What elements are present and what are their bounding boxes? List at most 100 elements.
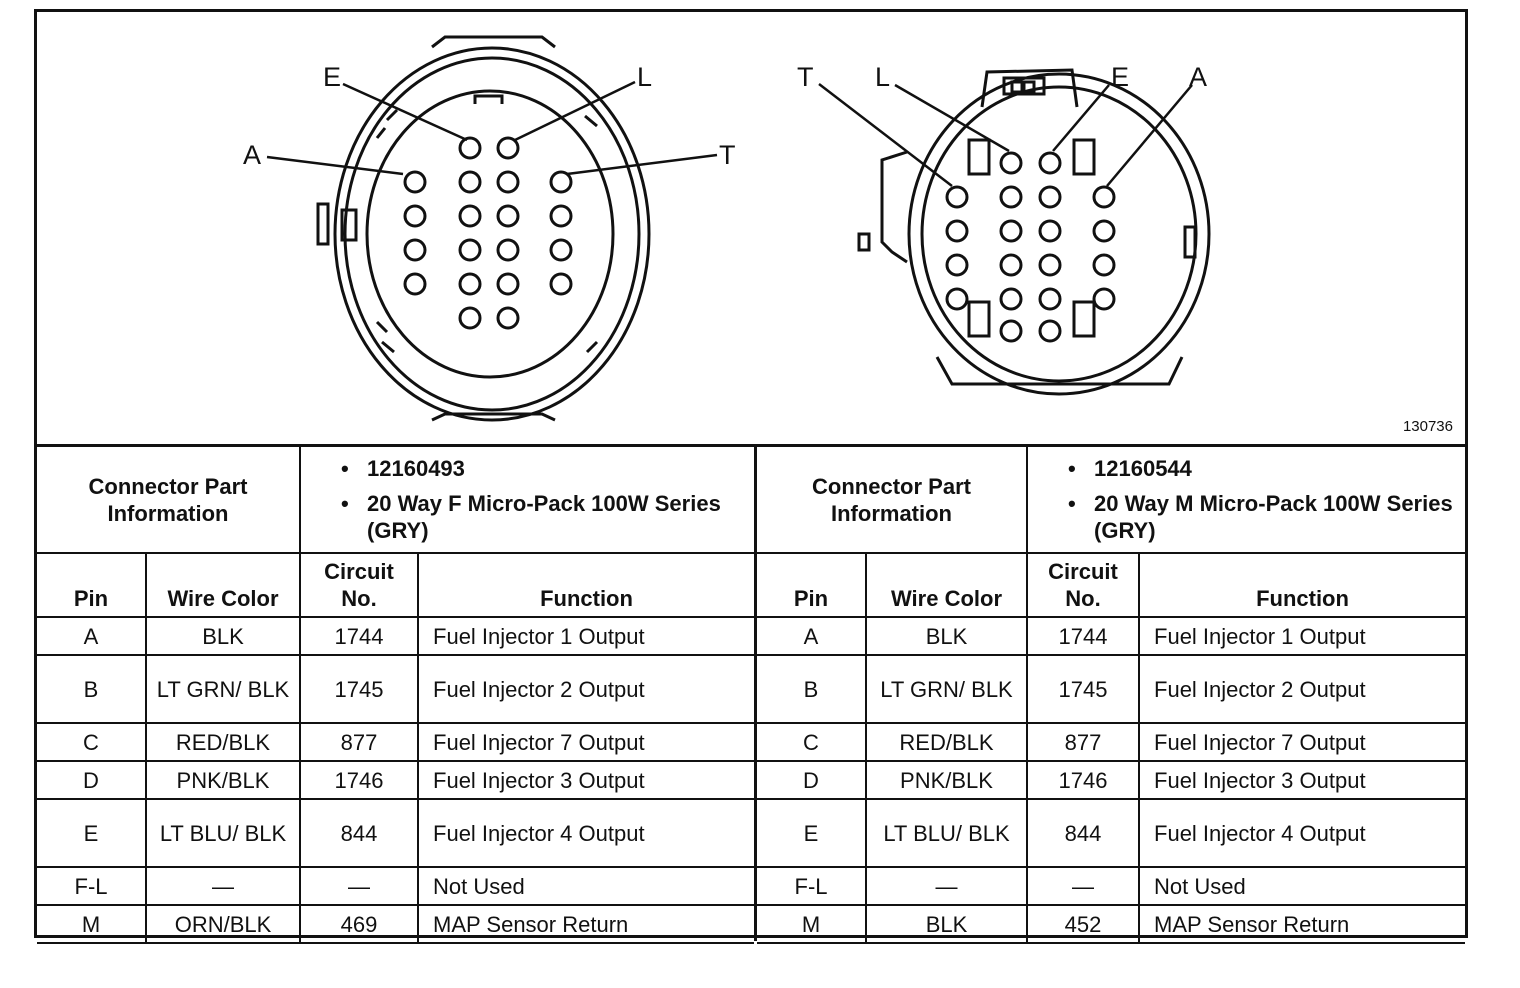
cell-function: Fuel Injector 4 Output xyxy=(417,798,754,868)
cell-pin: B xyxy=(37,654,147,724)
male-pin xyxy=(1092,287,1116,311)
cell-function: Fuel Injector 3 Output xyxy=(1138,760,1465,800)
male-pin xyxy=(999,151,1023,175)
male-pin xyxy=(1038,151,1062,175)
cell-function: Fuel Injector 3 Output xyxy=(417,760,754,800)
female-pin xyxy=(549,170,573,194)
cell-circuit-no: — xyxy=(1026,866,1141,906)
part-number: 12160544 xyxy=(1068,455,1455,482)
cell-wire-color: LT BLU/ BLK xyxy=(144,798,302,868)
female-pin xyxy=(403,204,427,228)
female-pin xyxy=(403,272,427,296)
cell-pin: F-L xyxy=(37,866,147,906)
cell-pin: A xyxy=(757,617,867,656)
male-pin xyxy=(1038,253,1062,277)
cell-pin: D xyxy=(757,760,867,800)
female-pin xyxy=(458,272,482,296)
male-pin xyxy=(999,287,1023,311)
cell-pin: A xyxy=(37,617,147,656)
part-info-values: 12160544 20 Way M Micro-Pack 100W Series… xyxy=(1026,447,1465,554)
cell-pin: M xyxy=(757,904,867,944)
figure-reference-number: 130736 xyxy=(1402,418,1453,435)
female-pin xyxy=(549,272,573,296)
male-pin xyxy=(1092,185,1116,209)
cell-pin: E xyxy=(757,798,867,868)
cell-circuit-no: 1746 xyxy=(1026,760,1141,800)
cell-function: Fuel Injector 7 Output xyxy=(1138,722,1465,762)
cell-pin: C xyxy=(757,722,867,762)
pinout-tables: Connector Part Information 12160493 20 W… xyxy=(37,444,1465,944)
female-label-e: E xyxy=(323,62,341,92)
part-number: 12160493 xyxy=(341,455,744,482)
cell-circuit-no: 1745 xyxy=(299,654,420,724)
header-wire-color: Wire Color xyxy=(144,552,302,618)
cell-wire-color: BLK xyxy=(864,904,1029,944)
cell-wire-color: — xyxy=(144,866,302,906)
male-pin xyxy=(1038,319,1062,343)
cell-pin: B xyxy=(757,654,867,724)
cell-circuit-no: 1746 xyxy=(299,760,420,800)
cell-function: Fuel Injector 7 Output xyxy=(417,722,754,762)
cell-circuit-no: 1744 xyxy=(299,617,420,656)
female-pin xyxy=(403,238,427,262)
female-pin xyxy=(496,136,520,160)
part-info-label: Connector Part Information xyxy=(37,447,302,554)
cell-function: Not Used xyxy=(417,866,754,906)
male-pin xyxy=(945,287,969,311)
female-label-l: L xyxy=(637,62,652,92)
female-label-t: T xyxy=(719,140,736,170)
part-description: 20 Way M Micro-Pack 100W Series (GRY) xyxy=(1068,490,1455,544)
header-function: Function xyxy=(417,552,754,618)
header-function: Function xyxy=(1138,552,1465,618)
cell-circuit-no: 844 xyxy=(299,798,420,868)
female-pin xyxy=(458,306,482,330)
cell-wire-color: LT GRN/ BLK xyxy=(864,654,1029,724)
part-description: 20 Way F Micro-Pack 100W Series (GRY) xyxy=(341,490,744,544)
cell-wire-color: RED/BLK xyxy=(864,722,1029,762)
leader-lines xyxy=(266,80,1193,187)
cell-pin: M xyxy=(37,904,147,944)
male-pin xyxy=(1092,253,1116,277)
female-pin xyxy=(458,238,482,262)
cell-function: Not Used xyxy=(1138,866,1465,906)
cell-function: MAP Sensor Return xyxy=(1138,904,1465,944)
female-connector-table: Connector Part Information 12160493 20 W… xyxy=(37,447,757,944)
cell-circuit-no: 452 xyxy=(1026,904,1141,944)
female-pin xyxy=(549,204,573,228)
male-pin xyxy=(945,219,969,243)
female-pin xyxy=(496,306,520,330)
male-pin xyxy=(999,219,1023,243)
male-label-t: T xyxy=(797,62,814,92)
cell-wire-color: ORN/BLK xyxy=(144,904,302,944)
cell-function: Fuel Injector 4 Output xyxy=(1138,798,1465,868)
cell-circuit-no: 1744 xyxy=(1026,617,1141,656)
male-label-l: L xyxy=(875,62,890,92)
male-pin xyxy=(945,253,969,277)
cell-circuit-no: 469 xyxy=(299,904,420,944)
male-pin xyxy=(999,253,1023,277)
cell-circuit-no: — xyxy=(299,866,420,906)
cell-wire-color: BLK xyxy=(864,617,1029,656)
male-pin xyxy=(1092,219,1116,243)
female-pin xyxy=(458,204,482,228)
connector-drawing: E L A T T L E A xyxy=(243,35,1211,422)
part-info-values: 12160493 20 Way F Micro-Pack 100W Series… xyxy=(299,447,754,554)
cell-function: MAP Sensor Return xyxy=(417,904,754,944)
male-connector-icon xyxy=(857,68,1211,396)
cell-pin: D xyxy=(37,760,147,800)
connector-sheet: E L A T T L E A 130736 Connector Part In… xyxy=(34,9,1468,944)
part-info-label: Connector Part Information xyxy=(757,447,1029,554)
header-circuit-no: Circuit No. xyxy=(1026,552,1141,618)
male-connector-table: Connector Part Information 12160544 20 W… xyxy=(757,447,1465,944)
